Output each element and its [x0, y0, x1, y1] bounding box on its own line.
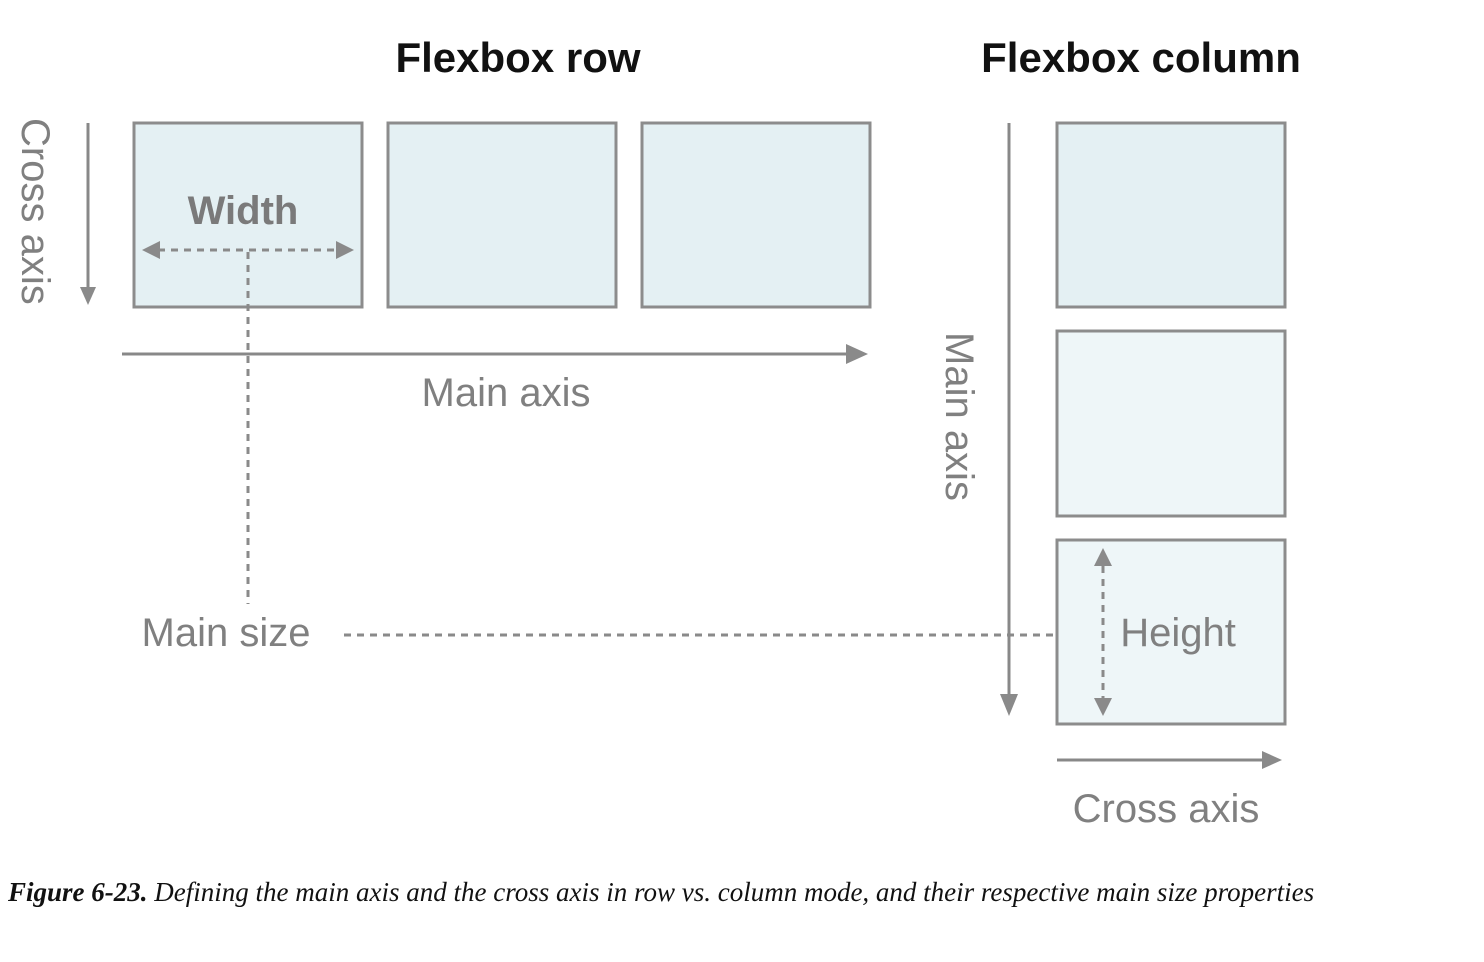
flexbox-axes-diagram: Flexbox row Flexbox column Cross axis Wi…: [13, 34, 1301, 831]
height-arrowhead-bottom: [1094, 698, 1112, 716]
column-flex-item-1: [1055, 121, 1287, 309]
column-cross-axis-arrowhead: [1262, 751, 1282, 769]
width-arrowhead-right: [336, 241, 354, 259]
row-flex-item-2: [386, 121, 618, 309]
row-main-axis-label: Main axis: [422, 371, 591, 415]
column-cross-axis-label: Cross axis: [1073, 787, 1260, 831]
figure-number: Figure 6-23.: [8, 877, 148, 907]
row-cross-axis-arrowhead: [80, 287, 96, 305]
width-label: Width: [188, 189, 299, 233]
main-size-label: Main size: [142, 611, 311, 655]
row-main-axis-arrowhead: [846, 344, 868, 364]
column-flex-item-3: [1055, 538, 1287, 726]
height-label: Height: [1120, 611, 1236, 655]
column-main-axis-label: Main axis: [937, 332, 981, 501]
column-main-axis-arrowhead: [1000, 694, 1018, 716]
column-flex-item-2: [1055, 329, 1287, 518]
figure-caption: Figure 6-23. Defining the main axis and …: [8, 872, 1474, 912]
flexbox-column-title: Flexbox column: [981, 34, 1301, 81]
figure-caption-text: Defining the main axis and the cross axi…: [154, 877, 1315, 907]
flexbox-row-title: Flexbox row: [395, 34, 640, 81]
row-cross-axis-label: Cross axis: [13, 118, 57, 305]
width-arrowhead-left: [142, 241, 160, 259]
row-flex-item-3: [640, 121, 872, 309]
height-arrowhead-top: [1094, 548, 1112, 566]
